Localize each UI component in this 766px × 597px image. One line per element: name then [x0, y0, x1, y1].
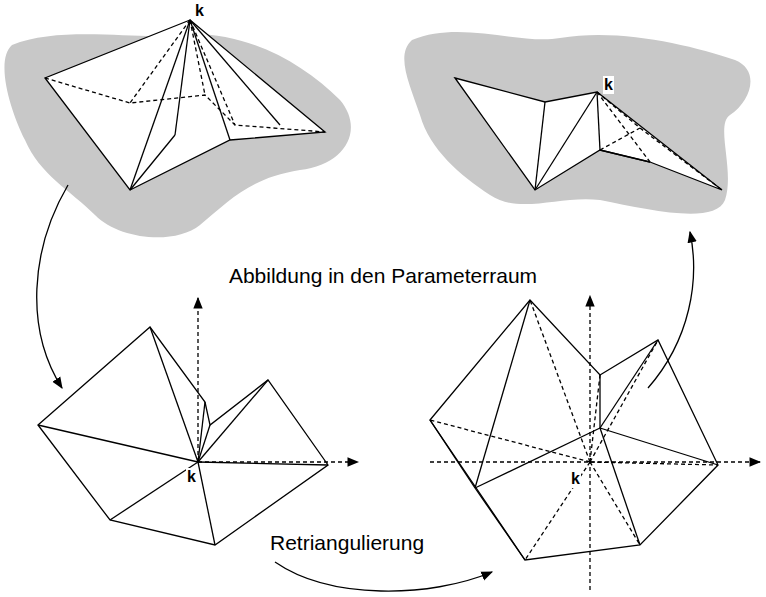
mesh-3d	[455, 78, 722, 190]
parameter-mesh	[38, 298, 358, 545]
surface-blob	[404, 32, 750, 214]
vertex-label: k	[570, 470, 581, 488]
process-arrow	[37, 185, 694, 591]
vertex-label: k	[186, 468, 197, 486]
vertex-label: k	[603, 76, 614, 94]
mesh-3d	[45, 20, 325, 190]
retriangulated-mesh	[430, 296, 760, 590]
vertex-label: k	[194, 2, 205, 20]
step-label: Abbildung in den Parameterraum	[229, 264, 537, 287]
step-label: Retriangulierung	[270, 531, 424, 554]
